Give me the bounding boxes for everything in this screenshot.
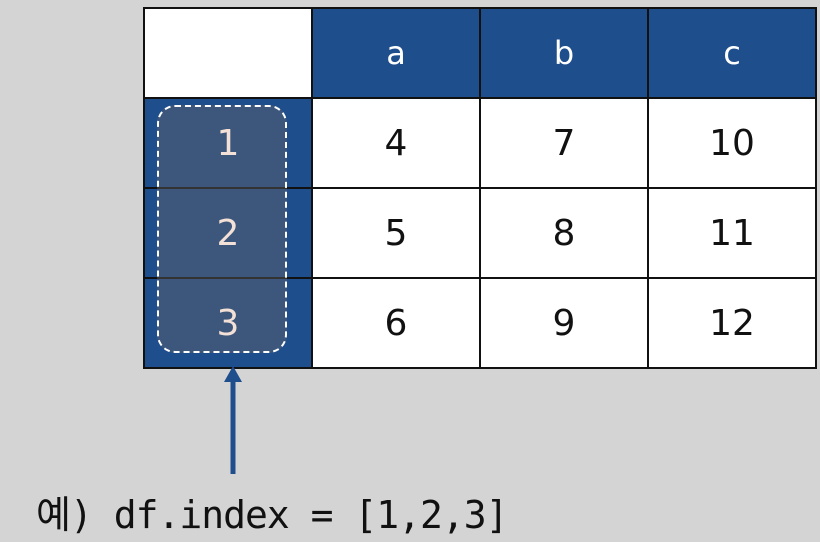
data-cell: 7 [479, 97, 649, 189]
data-cell: 5 [311, 187, 481, 279]
dataframe-table: a b c 1 4 7 10 2 5 8 11 3 6 9 12 [143, 7, 817, 369]
index-label: 2 [216, 212, 240, 254]
index-cell-2: 2 [143, 187, 313, 279]
data-cell: 11 [647, 187, 817, 279]
index-cell-1: 1 [143, 97, 313, 189]
data-cell: 12 [647, 277, 817, 369]
index-label: 3 [216, 302, 240, 344]
index-label: 1 [216, 122, 240, 164]
data-cell: 6 [311, 277, 481, 369]
column-header-c: c [647, 7, 817, 99]
data-cell: 10 [647, 97, 817, 189]
column-header-b: b [479, 7, 649, 99]
table-row: 3 6 9 12 [143, 277, 817, 369]
data-cell: 8 [479, 187, 649, 279]
header-row: a b c [143, 7, 817, 99]
index-caption: 예) df.index = [1,2,3] [36, 493, 509, 537]
arrow-up-icon [224, 366, 242, 474]
column-header-a: a [311, 7, 481, 99]
table-row: 1 4 7 10 [143, 97, 817, 189]
index-cell-3: 3 [143, 277, 313, 369]
table-row: 2 5 8 11 [143, 187, 817, 279]
data-cell: 4 [311, 97, 481, 189]
data-cell: 9 [479, 277, 649, 369]
corner-cell [143, 7, 313, 99]
